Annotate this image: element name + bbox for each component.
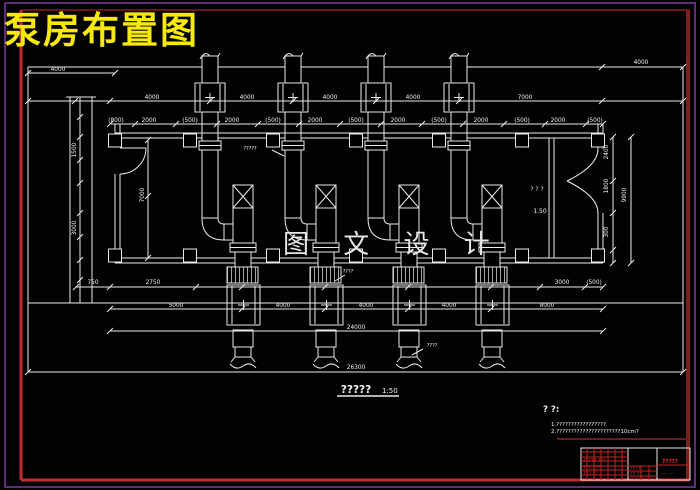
dim-label: 2750 [146,280,161,286]
dim-label: 1500 [72,142,78,157]
dim-label: 5000 [169,303,184,309]
dim-label: (500) [265,118,281,124]
room-label: ? ? ? [530,186,543,193]
note-line: 1.?????????????????. [551,422,608,428]
note-line: 2.??????????????????????10cm? [551,429,639,435]
dim-label: (500) [348,118,364,124]
dim-label: 2000 [225,118,240,124]
dim-label: 2400 [604,144,610,159]
elevation-label: 1.50 [533,208,547,215]
figure-scale: 1:50 [382,387,398,395]
dim-label: 1800 [604,178,610,193]
title-block-text: ???? [630,466,641,472]
leader-label: ???? [343,269,354,275]
dim-label: (500) [431,118,447,124]
dim-label: 4000 [323,95,338,101]
dim-label: 7000 [518,95,533,101]
notes: ? ?: 1.?????????????????. 2.????????????… [543,405,639,435]
figure-caption: ????? 1:50 [337,384,399,397]
page-title: 泵房布置图 [4,8,199,52]
columns [108,133,605,263]
right-double-door [566,148,599,214]
dim-label: 2000 [308,118,323,124]
leader-lines [271,149,424,356]
leader-label: ???? [427,343,438,349]
dim-label: 7000 [140,187,146,202]
dim-label: 24000 [347,325,366,331]
leader-label: ????? [243,146,257,152]
dim-label: 2000 [391,118,406,124]
dim-label: (500) [182,118,198,124]
dim-label: 9900 [622,187,628,202]
dim-label: 2000 [551,118,566,124]
dim-label: 4000 [145,95,160,101]
dim-label: 4000 [634,60,649,66]
dim-label: (500) [586,280,602,286]
dim-label: 8000 [540,303,555,309]
dim-label: (500) [514,118,530,124]
dim-label: 300 [604,226,610,237]
title-block-name: ????? [662,459,678,465]
title-block-text: ??? ??? [583,465,601,471]
doors [119,147,599,214]
dim-label: 3000 [72,220,78,235]
dim-label: 2000 [474,118,489,124]
dim-label: 4000 [406,95,421,101]
dim-label: (500) [587,118,603,124]
dim-label: (800) [108,118,124,124]
title-block-text: ?? ?? [630,472,643,478]
title-block-text: ??? ?? [583,471,598,477]
dimension-labels: 4000 4000 4000 4000 4000 4000 7000 (800)… [51,60,649,371]
dim-label: 4000 [276,303,291,309]
dim-label: 4000 [359,303,374,309]
dim-label: 4000 [51,67,66,73]
title-block: ????? ??? ??? ??? ??? ?? ???? ?? ?? ????… [580,447,691,481]
dim-label: 4000 [240,95,255,101]
left-dimension-chain [66,96,96,303]
title-block-text: — — [662,471,674,477]
notes-heading: ? ?: [543,405,559,415]
title-block-text: ????? ??? [583,458,606,464]
dim-label: 4000 [442,303,457,309]
partition-wall [548,138,555,258]
plan-boundary [24,63,687,373]
annotations: ????? ???? ???? ? ? ? 1.50 [243,146,547,349]
dim-label: 3000 [555,280,570,286]
left-door [119,147,147,175]
sheet-frame [4,2,696,488]
dim-label: 750 [87,280,98,286]
dim-label: 26300 [347,365,366,371]
pump-unit [443,52,510,369]
watermark-text: 图 文 设 计 [283,230,503,260]
outer-purple-frame [4,2,696,488]
dimensions [24,97,687,376]
figure-title: ????? [341,384,371,396]
dim-label: 2000 [142,118,157,124]
